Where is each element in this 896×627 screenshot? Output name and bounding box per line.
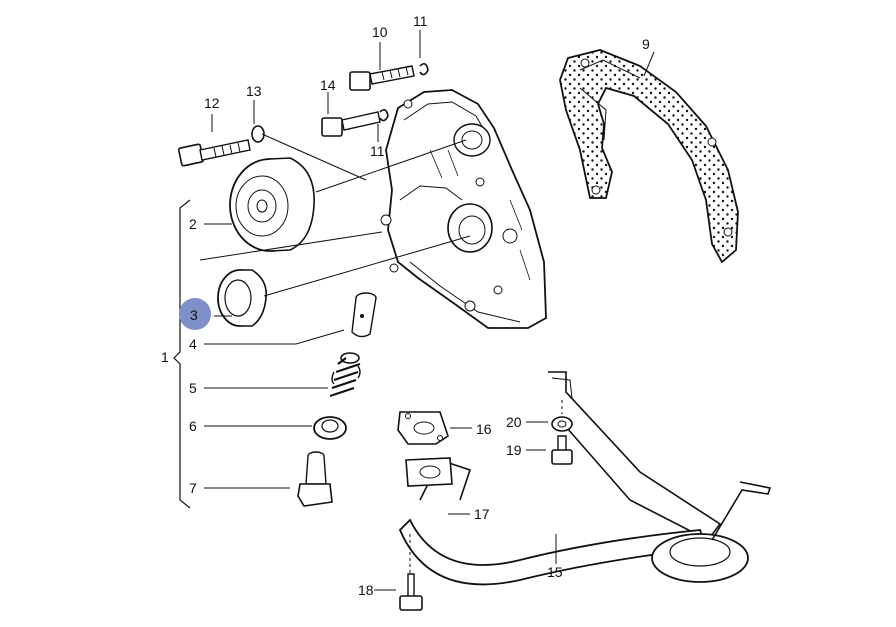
sleeve-part[interactable] xyxy=(351,292,377,338)
seal-ring-part[interactable] xyxy=(217,269,268,327)
callout-10[interactable]: 10 xyxy=(372,24,388,40)
callout-2[interactable]: 2 xyxy=(189,216,197,232)
leader-lines xyxy=(173,30,655,591)
washer-13[interactable] xyxy=(251,125,265,143)
callout-18[interactable]: 18 xyxy=(358,582,374,598)
bolt-12[interactable] xyxy=(177,139,251,167)
pickup-pipe-part[interactable] xyxy=(398,371,772,586)
callout-20[interactable]: 20 xyxy=(506,414,522,430)
pump-housing[interactable] xyxy=(380,89,547,329)
callout-16[interactable]: 16 xyxy=(476,421,492,437)
callout-1[interactable]: 1 xyxy=(161,349,169,365)
bolt-18[interactable] xyxy=(399,573,423,611)
washer-part[interactable] xyxy=(313,416,347,440)
gasket-16[interactable] xyxy=(397,411,449,445)
callout-3[interactable]: 3 xyxy=(190,307,198,323)
bolt-19[interactable] xyxy=(551,435,573,465)
bolt-14[interactable] xyxy=(321,111,381,137)
callout-14[interactable]: 14 xyxy=(320,77,336,93)
lock-washer-11[interactable] xyxy=(379,62,429,122)
callout-4[interactable]: 4 xyxy=(189,336,197,352)
callout-19[interactable]: 19 xyxy=(506,442,522,458)
spring-part[interactable] xyxy=(329,352,361,398)
selected-part-highlight xyxy=(179,298,211,330)
plug-part[interactable] xyxy=(297,451,333,507)
pulley-part[interactable] xyxy=(229,157,315,252)
callout-5[interactable]: 5 xyxy=(189,380,197,396)
callout-12[interactable]: 12 xyxy=(204,95,220,111)
callout-7[interactable]: 7 xyxy=(189,480,197,496)
callout-9[interactable]: 9 xyxy=(642,36,650,52)
callout-13[interactable]: 13 xyxy=(246,83,262,99)
gasket-part[interactable] xyxy=(559,49,739,264)
washer-20[interactable] xyxy=(551,416,573,432)
callout-15[interactable]: 15 xyxy=(547,564,563,580)
bolt-10[interactable] xyxy=(349,65,415,91)
callout-6[interactable]: 6 xyxy=(189,418,197,434)
callout-11-top[interactable]: 11 xyxy=(413,13,428,29)
callouts: 1 2 3 4 5 6 7 9 10 11 11 12 13 14 15 16 … xyxy=(161,13,650,598)
callout-17[interactable]: 17 xyxy=(474,506,490,522)
callout-11-mid[interactable]: 11 xyxy=(370,143,385,159)
